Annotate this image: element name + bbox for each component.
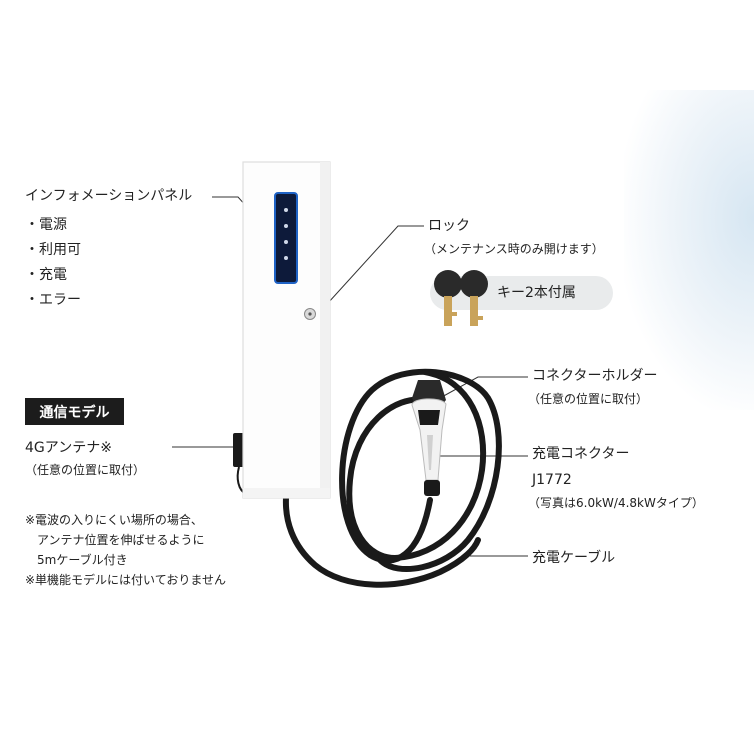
charging-indicator [284,240,288,244]
connector-holder-title: コネクターホルダー [532,368,658,384]
holder-callout-line [439,376,528,399]
cable-to-charger [282,495,481,588]
lock-note: （メンテナンス時のみ開けます） [424,242,604,256]
info-panel-item-error: ・エラー [25,292,81,308]
background-glow [624,90,754,410]
info-panel-item-available: ・利用可 [25,242,81,258]
charge-connector-plug [411,398,447,496]
information-panel [274,192,298,284]
footnote-4: ※単機能モデルには付いておりません [25,573,226,587]
cable-coil-inner [346,369,486,562]
footnote-1: ※電波の入りにくい場所の場合、 [25,513,203,527]
available-indicator [284,224,288,228]
power-indicator [284,208,288,212]
info-panel-title: インフォメーションパネル [25,188,193,204]
error-indicator [284,256,288,260]
connector-holder-note: （任意の位置に取付） [528,392,649,406]
charge-cable-title: 充電ケーブル [532,550,616,566]
comm-model-badge: 通信モデル [25,398,124,425]
footnote-2: アンテナ位置を伸ばせるように [25,533,205,547]
key-label: キー2本付属 [497,285,576,301]
keys-icon [434,270,488,326]
charger-body [242,161,331,499]
antenna-unit [233,433,245,467]
info-panel-item-charging: ・充電 [25,267,67,283]
info-panel-item-power: ・電源 [25,217,67,233]
antenna-note: （任意の位置に取付） [25,463,146,477]
lock-title: ロック [428,218,470,234]
charge-connector-standard: J1772 [532,472,572,488]
antenna-label: 4Gアンテナ※ [25,440,112,456]
footnote-3: 5mケーブル付き [25,553,128,567]
charge-connector-note: （写真は6.0kW/4.8kWタイプ） [528,496,704,510]
charge-connector-title: 充電コネクター [532,446,630,462]
lock-callout-line [317,225,424,315]
